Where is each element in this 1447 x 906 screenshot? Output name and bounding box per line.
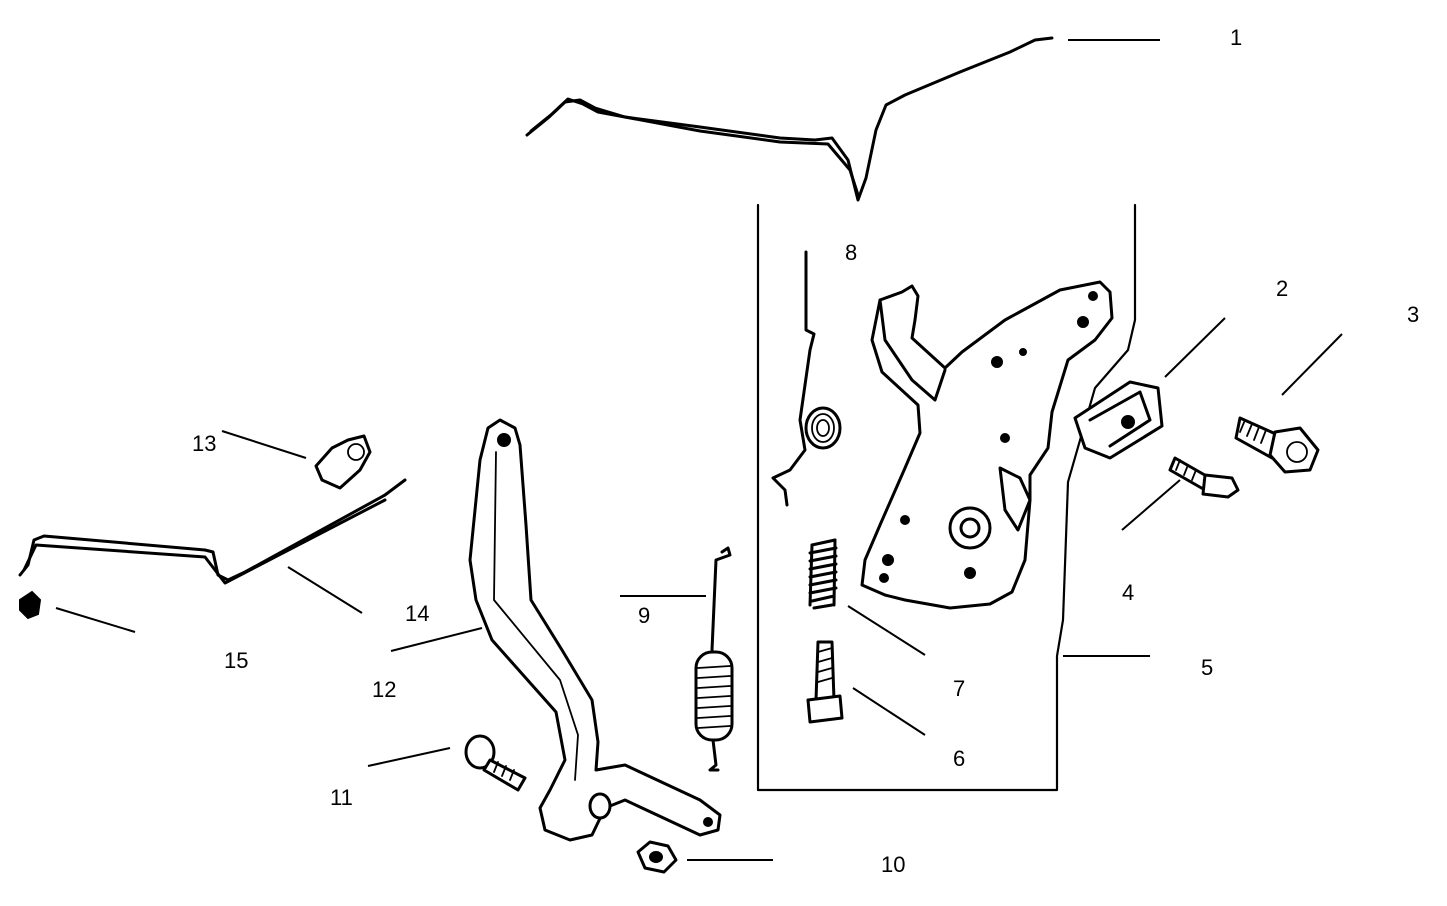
callout-8: 8: [845, 240, 857, 265]
part-10-nut: [636, 840, 678, 874]
part-15-cap: [19, 590, 42, 620]
callout-14: 14: [405, 601, 429, 626]
callout-7: 7: [953, 676, 965, 701]
part-7-compression-spring: [808, 538, 838, 610]
callout-labels: 1 2 3 4 5 6 7 8 9 10 11 12 13 14 15: [192, 25, 1419, 877]
part-2-clip: [1073, 380, 1164, 460]
part-11-bolt: [464, 734, 527, 792]
part-12-throttle-lever: [468, 418, 722, 842]
callout-3: 3: [1407, 302, 1419, 327]
callout-15: 15: [224, 648, 248, 673]
callout-6: 6: [953, 746, 965, 771]
callout-2: 2: [1276, 276, 1288, 301]
part-1-governor-rod: [525, 36, 1054, 202]
callout-5: 5: [1201, 655, 1213, 680]
part-5-bracket-outline: [756, 203, 1137, 792]
callout-13: 13: [192, 431, 216, 456]
part-6-screw: [806, 640, 844, 724]
callout-4: 4: [1122, 580, 1134, 605]
control-plate: [860, 280, 1114, 610]
callout-10: 10: [881, 852, 905, 877]
callout-9: 9: [638, 603, 650, 628]
part-8-torsion-spring: [771, 250, 842, 507]
part-3-bolt: [1234, 416, 1320, 474]
leader-lines: [55, 39, 1343, 861]
callout-12: 12: [372, 677, 396, 702]
part-4-screw: [1168, 456, 1240, 499]
callout-1: 1: [1230, 25, 1242, 50]
part-13-clip: [314, 434, 372, 490]
part-9-extension-spring: [694, 546, 734, 772]
part-14-choke-rod: [18, 478, 407, 585]
callout-11: 11: [330, 785, 353, 810]
